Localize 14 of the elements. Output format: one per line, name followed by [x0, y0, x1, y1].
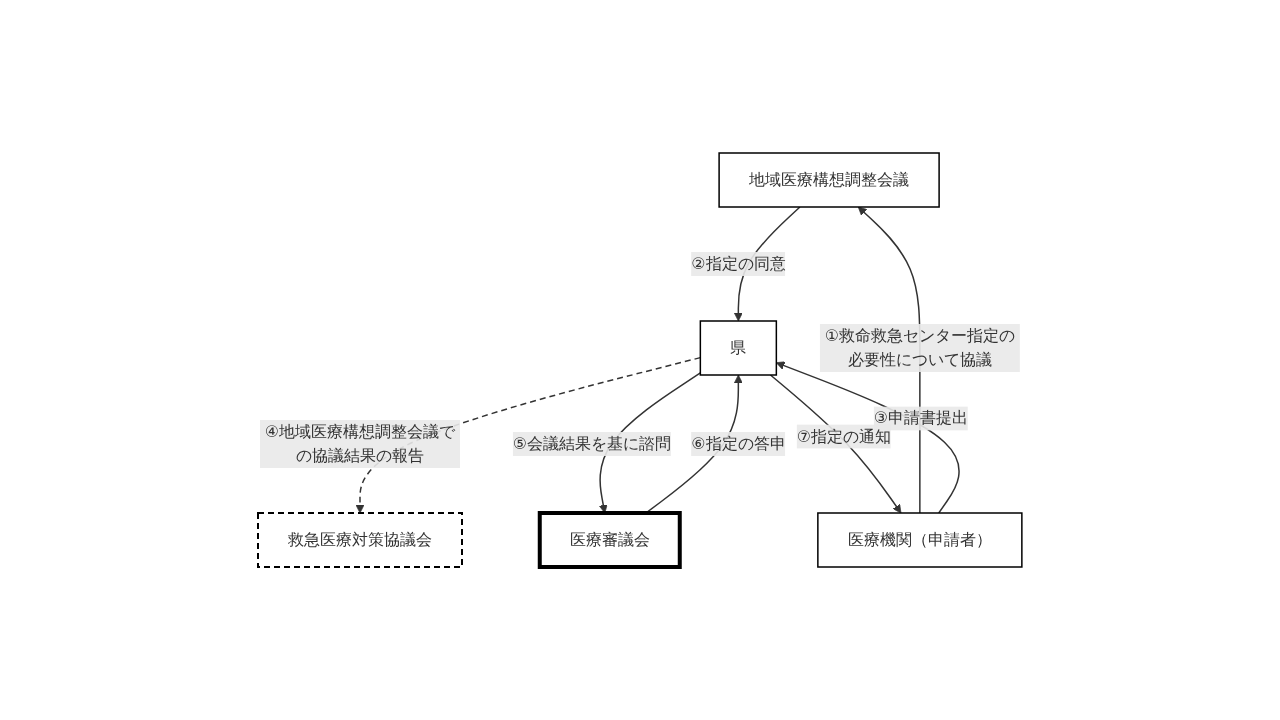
- node-box: 救急医療対策協議会: [257, 512, 464, 568]
- node-box: 医療審議会: [537, 511, 682, 569]
- edge-label: ①救命救急センター指定の必要性について協議: [824, 326, 1016, 369]
- edge-label: ②指定の同意: [691, 254, 786, 273]
- arrow: [776, 361, 960, 514]
- edge-label: ⑤会議結果を基に諮問: [512, 434, 672, 453]
- edge-label: ③申請書提出: [873, 408, 969, 428]
- edge-label: ⑦指定の通知: [796, 426, 892, 446]
- node-box: 県: [699, 320, 778, 376]
- arrow: [769, 374, 902, 514]
- node-box: 医療機関（申請者）: [817, 512, 1023, 568]
- node-box: 地域医療構想調整会議: [718, 152, 940, 208]
- edge-label: ⑥指定の答申: [691, 434, 786, 453]
- edge-label: ④地域医療構想調整会議での協議結果の報告: [264, 422, 456, 465]
